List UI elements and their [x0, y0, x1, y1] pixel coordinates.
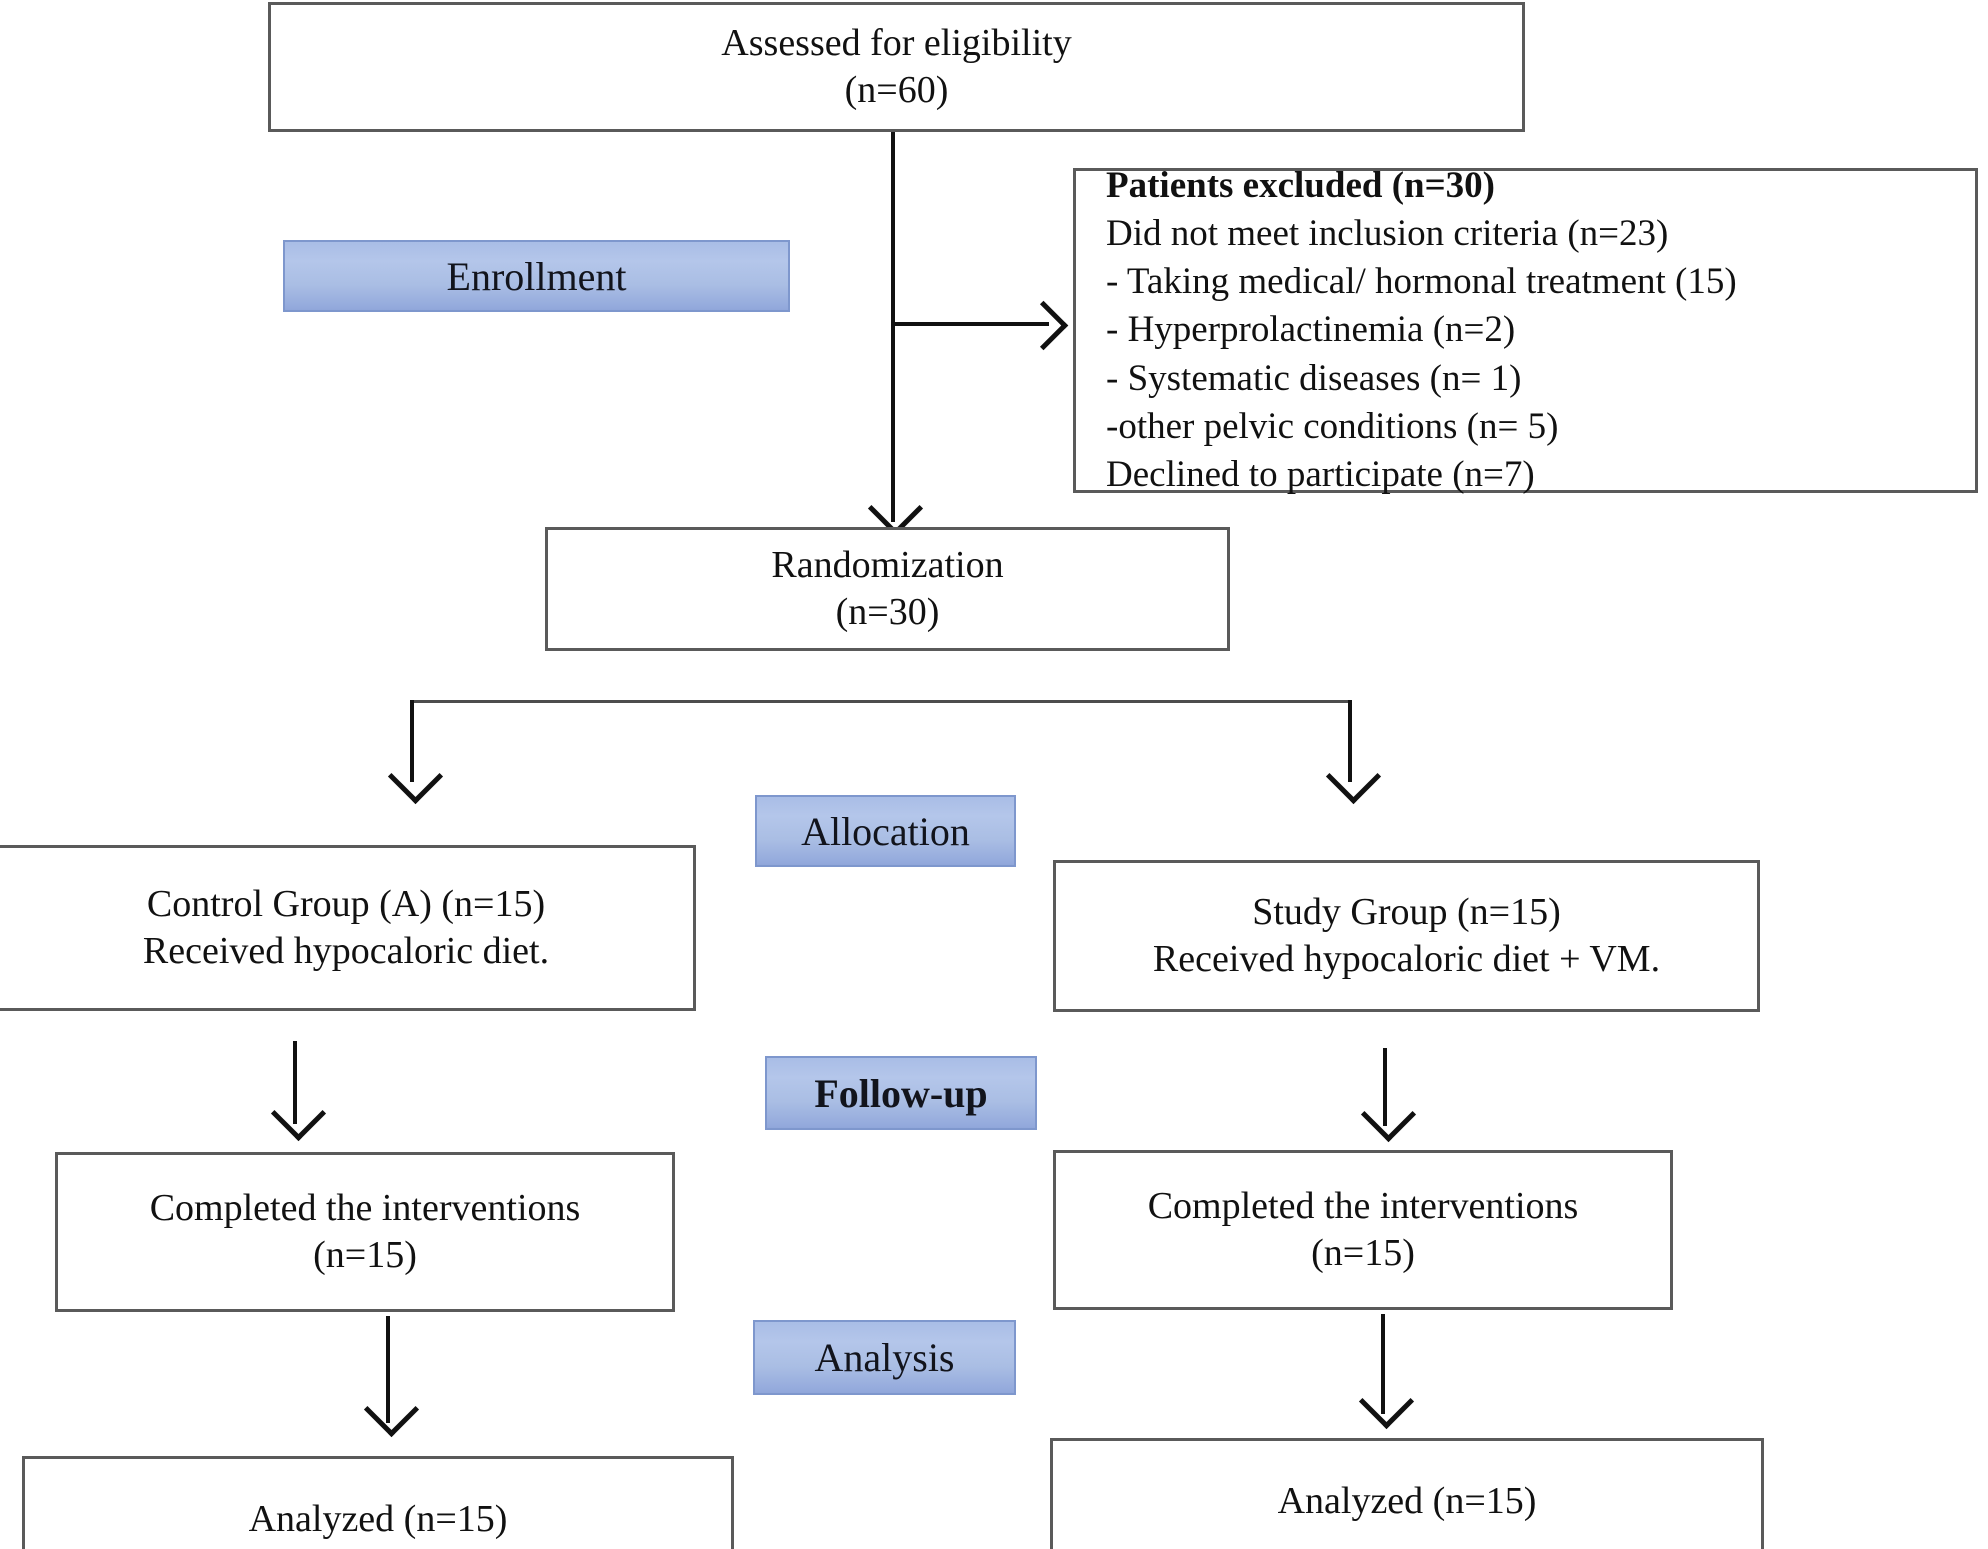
connector-split-left-leg	[410, 700, 414, 782]
excluded-line-5: - Systematic diseases (n= 1)	[1106, 357, 1522, 399]
node-control-group-line-2: Received hypocaloric diet.	[142, 930, 550, 972]
excluded-line-1: Patients excluded (n=30)	[1106, 165, 1496, 207]
node-study-group: Study Group (n=15) Received hypocaloric …	[1053, 860, 1760, 1012]
stage-label-enrollment: Enrollment	[283, 240, 790, 312]
node-analyzed-left: Analyzed (n=15)	[22, 1456, 734, 1549]
node-control-group-line-1: Control Group (A) (n=15)	[146, 882, 546, 925]
node-completed-left-line-1: Completed the interventions	[149, 1186, 581, 1229]
node-completed-right-line-2: (n=15)	[1311, 1232, 1415, 1274]
excluded-line-7: Declined to participate (n=7)	[1106, 453, 1535, 495]
node-assessed-line-1: Assessed for eligibility	[721, 21, 1072, 64]
arrowhead-split-right	[1325, 748, 1382, 805]
connector-randomization-split-bar	[410, 700, 1352, 703]
node-randomization-line-2: (n=30)	[835, 591, 940, 633]
node-assessed-line-2: (n=60)	[844, 69, 949, 111]
node-patients-excluded: Patients excluded (n=30) Did not meet in…	[1073, 165, 1978, 495]
node-analyzed-right: Analyzed (n=15)	[1050, 1438, 1764, 1549]
arrowhead-study-to-completed	[1360, 1086, 1417, 1143]
connector-control-to-completed	[293, 1041, 297, 1124]
arrowhead-to-excluded-box	[1018, 300, 1069, 351]
arrowhead-control-to-completed	[270, 1085, 327, 1142]
stage-label-analysis: Analysis	[753, 1320, 1016, 1395]
stage-label-allocation-text: Allocation	[801, 808, 970, 854]
arrowhead-completed-right-to-analyzed	[1358, 1373, 1415, 1430]
excluded-line-6: -other pelvic conditions (n= 5)	[1106, 405, 1559, 447]
stage-label-followup-text: Follow-up	[814, 1070, 988, 1116]
node-study-group-line-2: Received hypocaloric diet + VM.	[1152, 938, 1661, 980]
node-completed-right: Completed the interventions (n=15)	[1053, 1150, 1673, 1310]
node-randomization-line-1: Randomization	[771, 543, 1004, 586]
excluded-line-4: - Hyperprolactinemia (n=2)	[1106, 309, 1516, 351]
node-study-group-line-1: Study Group (n=15)	[1252, 890, 1561, 933]
arrowhead-split-left	[387, 748, 444, 805]
excluded-line-3: - Taking medical/ hormonal treatment (15…	[1106, 261, 1737, 303]
connector-study-to-completed	[1383, 1048, 1387, 1126]
connector-assessed-to-randomization	[891, 132, 895, 522]
node-assessed-for-eligibility: Assessed for eligibility (n=60)	[268, 2, 1525, 132]
stage-label-analysis-text: Analysis	[814, 1335, 955, 1380]
connector-completed-right-to-analyzed	[1381, 1314, 1385, 1414]
stage-label-enrollment-text: Enrollment	[446, 253, 627, 299]
connector-to-excluded-box	[891, 322, 1049, 326]
node-completed-left-line-2: (n=15)	[313, 1234, 417, 1276]
stage-label-allocation: Allocation	[755, 795, 1016, 867]
node-analyzed-right-line-1: Analyzed (n=15)	[1277, 1480, 1537, 1523]
connector-split-right-leg	[1348, 700, 1352, 782]
node-control-group: Control Group (A) (n=15) Received hypoca…	[0, 845, 696, 1011]
excluded-line-2: Did not meet inclusion criteria (n=23)	[1106, 213, 1669, 255]
node-analyzed-left-line-1: Analyzed (n=15)	[248, 1498, 508, 1541]
connector-completed-left-to-analyzed	[386, 1316, 390, 1423]
node-completed-left: Completed the interventions (n=15)	[55, 1152, 675, 1312]
arrowhead-completed-left-to-analyzed	[363, 1381, 420, 1438]
stage-label-followup: Follow-up	[765, 1056, 1037, 1130]
node-completed-right-line-1: Completed the interventions	[1147, 1184, 1579, 1227]
node-randomization: Randomization (n=30)	[545, 527, 1230, 651]
